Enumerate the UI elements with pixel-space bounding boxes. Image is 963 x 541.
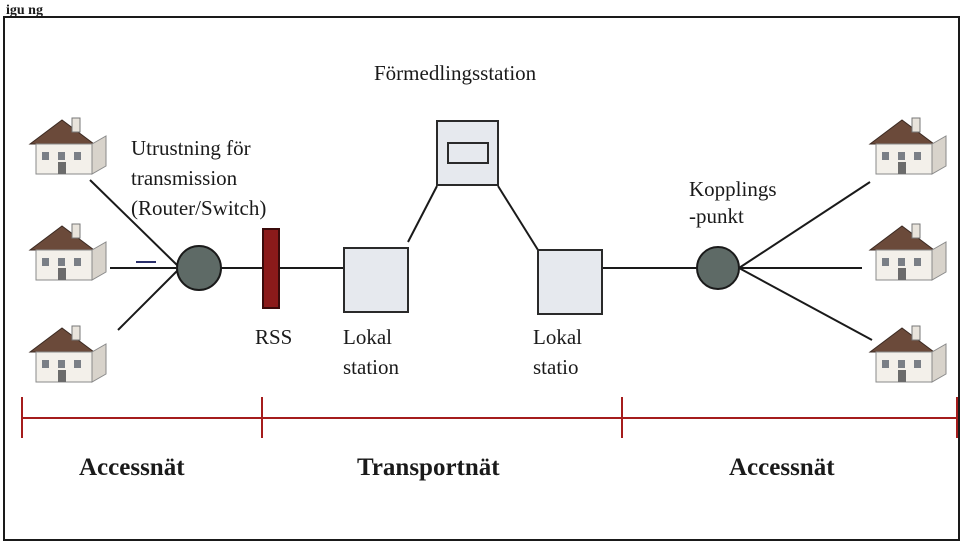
router-switch-node bbox=[176, 245, 222, 291]
house-icon bbox=[869, 117, 947, 175]
lokal-station-right-label-line2: statio bbox=[533, 355, 579, 379]
house-icon bbox=[29, 117, 107, 175]
utrustning-label-line2: transmission bbox=[131, 166, 238, 190]
rss-block bbox=[262, 228, 280, 309]
lokal-station-right-label-line1: Lokal bbox=[533, 325, 582, 349]
segment-label-transport: Transportnät bbox=[357, 454, 500, 481]
formedlingsstation-inner bbox=[447, 142, 489, 164]
kopplingspunkt-label-line2: -punkt bbox=[689, 204, 744, 228]
lokal-station-right-box bbox=[537, 249, 603, 315]
connection-line bbox=[89, 179, 179, 267]
lokal-station-left-label-line2: station bbox=[343, 355, 399, 379]
house-icon bbox=[869, 223, 947, 281]
connection-line bbox=[738, 181, 871, 269]
lokal-station-left-label-line1: Lokal bbox=[343, 325, 392, 349]
kopplingspunkt-label-line1: Kopplings bbox=[689, 177, 777, 201]
segment-label-access-right: Accessnät bbox=[729, 454, 835, 481]
house-icon bbox=[869, 325, 947, 383]
house-icon bbox=[29, 223, 107, 281]
formedlingsstation-label: Förmedlingsstation bbox=[374, 61, 537, 85]
connection-line bbox=[738, 267, 873, 341]
segment-label-access-left: Accessnät bbox=[79, 454, 185, 481]
kopplingspunkt-node bbox=[696, 246, 740, 290]
connection-line bbox=[117, 269, 179, 331]
figure-header: igu ng bbox=[6, 3, 43, 18]
diagram-frame bbox=[3, 16, 960, 541]
utrustning-label-line3: (Router/Switch) bbox=[131, 196, 266, 220]
rss-label: RSS bbox=[255, 325, 292, 349]
connection-line bbox=[497, 185, 539, 251]
connection-line bbox=[407, 185, 438, 243]
house-icon bbox=[29, 325, 107, 383]
lokal-station-left-box bbox=[343, 247, 409, 313]
utrustning-label-line1: Utrustning för bbox=[131, 136, 251, 160]
